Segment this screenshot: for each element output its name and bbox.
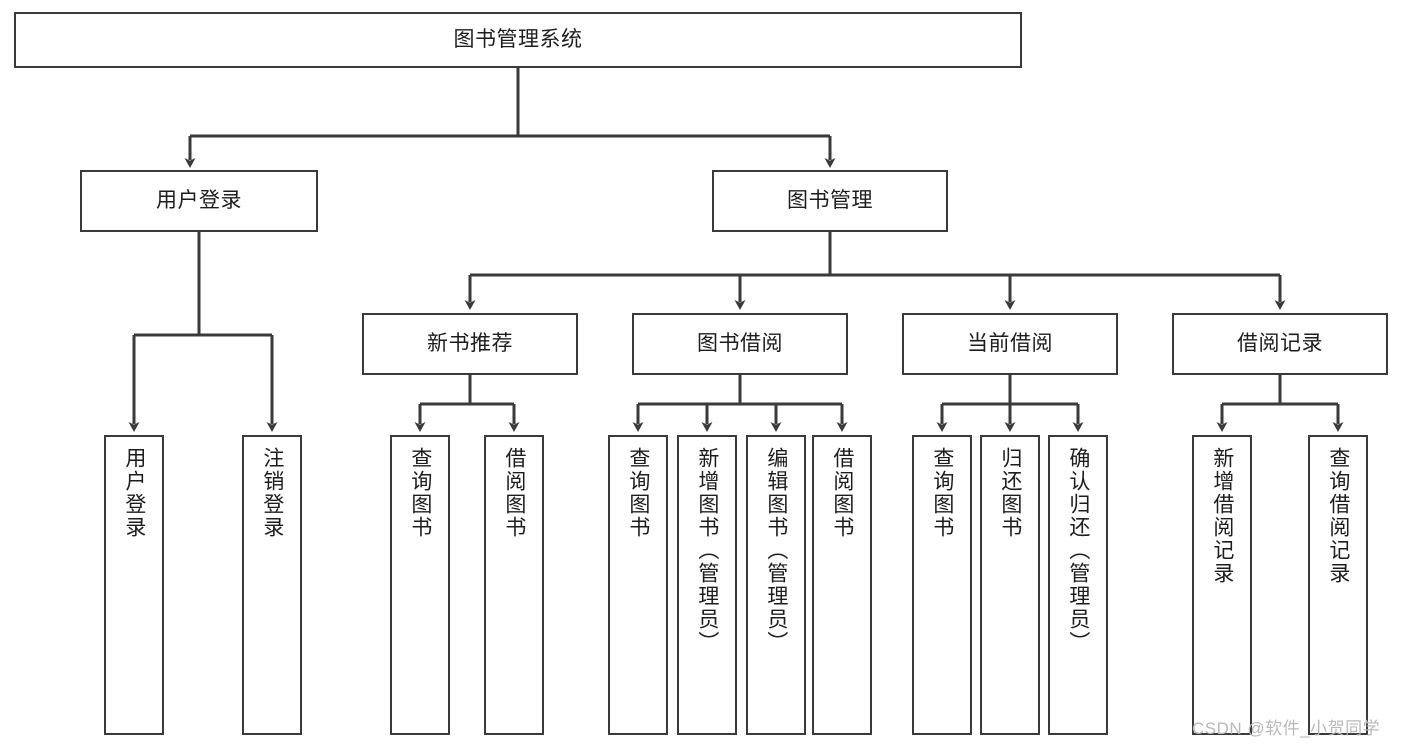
- node-book-management-label: 图书管理: [787, 188, 873, 212]
- leaf-borrow-query-book[interactable]: 查询图书: [608, 435, 668, 735]
- node-book-borrow-label: 图书借阅: [697, 331, 783, 355]
- leaf-newbook-borrow-book[interactable]: 借阅图书: [484, 435, 544, 735]
- leaf-user-logout-label: 注销登录: [260, 447, 284, 539]
- node-new-book-recommend-label: 新书推荐: [427, 331, 513, 355]
- leaf-current-return-book-label: 归还图书: [998, 447, 1022, 539]
- node-book-management[interactable]: 图书管理: [712, 170, 948, 232]
- leaf-borrow-add-book-label: 新增图书（管理员）: [695, 447, 719, 654]
- node-user-login[interactable]: 用户登录: [80, 170, 318, 232]
- leaf-borrow-edit-book[interactable]: 编辑图书（管理员）: [746, 435, 806, 735]
- leaf-records-add-label: 新增借阅记录: [1210, 447, 1234, 585]
- leaf-borrow-add-book[interactable]: 新增图书（管理员）: [677, 435, 737, 735]
- node-borrow-records[interactable]: 借阅记录: [1172, 313, 1388, 375]
- leaf-user-login-label: 用户登录: [122, 447, 146, 539]
- node-current-borrow[interactable]: 当前借阅: [902, 313, 1118, 375]
- node-borrow-records-label: 借阅记录: [1237, 331, 1323, 355]
- leaf-borrow-edit-book-label: 编辑图书（管理员）: [764, 447, 788, 654]
- leaf-newbook-borrow-book-label: 借阅图书: [502, 447, 526, 539]
- leaf-borrow-lend-book-label: 借阅图书: [830, 447, 854, 539]
- leaf-borrow-query-book-label: 查询图书: [626, 447, 650, 539]
- node-new-book-recommend[interactable]: 新书推荐: [362, 313, 578, 375]
- node-root[interactable]: 图书管理系统: [14, 12, 1022, 68]
- leaf-records-add[interactable]: 新增借阅记录: [1192, 435, 1252, 735]
- csdn-watermark: CSDN @软件_小贺同学: [1192, 719, 1381, 738]
- leaf-borrow-lend-book[interactable]: 借阅图书: [812, 435, 872, 735]
- leaf-user-logout[interactable]: 注销登录: [242, 435, 302, 735]
- leaf-records-query-label: 查询借阅记录: [1326, 447, 1350, 585]
- node-current-borrow-label: 当前借阅: [967, 331, 1053, 355]
- leaf-current-confirm-return-label: 确认归还（管理员）: [1066, 447, 1090, 654]
- leaf-records-query[interactable]: 查询借阅记录: [1308, 435, 1368, 735]
- leaf-newbook-query-book-label: 查询图书: [408, 447, 432, 539]
- node-root-label: 图书管理系统: [453, 27, 583, 51]
- node-book-borrow[interactable]: 图书借阅: [632, 313, 848, 375]
- leaf-current-return-book[interactable]: 归还图书: [980, 435, 1040, 735]
- node-user-login-label: 用户登录: [156, 188, 242, 212]
- leaf-current-query-book[interactable]: 查询图书: [912, 435, 972, 735]
- leaf-current-query-book-label: 查询图书: [930, 447, 954, 539]
- leaf-user-login[interactable]: 用户登录: [104, 435, 164, 735]
- leaf-newbook-query-book[interactable]: 查询图书: [390, 435, 450, 735]
- leaf-current-confirm-return[interactable]: 确认归还（管理员）: [1048, 435, 1108, 735]
